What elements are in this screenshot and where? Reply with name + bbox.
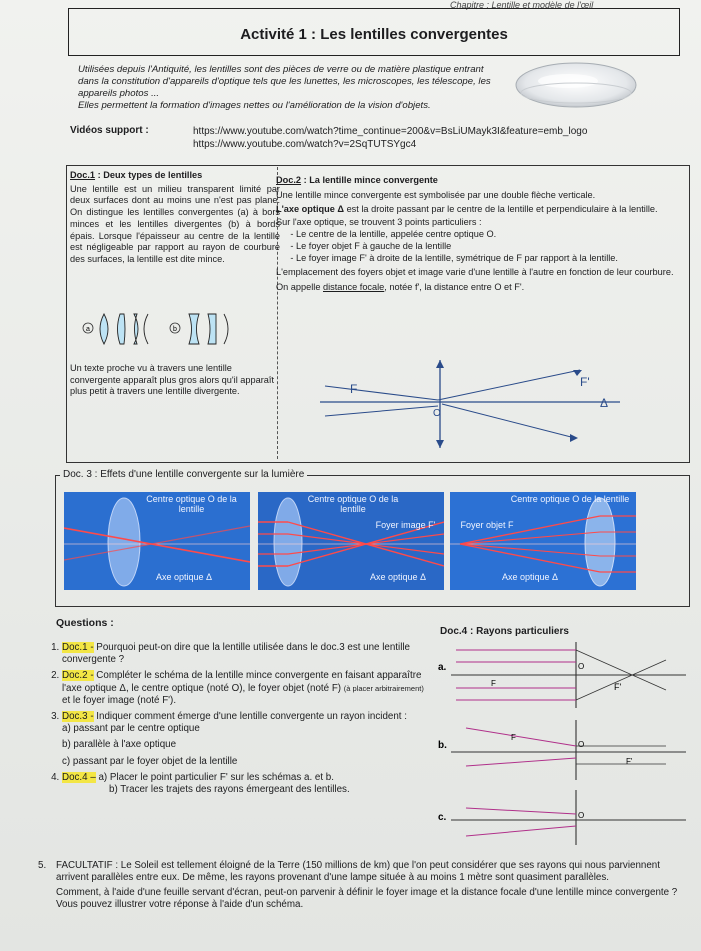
doc3-p3-axis-label: Axe optique Δ <box>501 572 559 582</box>
intro-paragraph-2: Elles permettent la formation d'images n… <box>78 100 431 111</box>
question-4: Doc.4 – a) Placer le point particulier F… <box>62 771 430 796</box>
doc2-axis-label: Δ <box>600 396 608 410</box>
page-title: Activité 1 : Les lentilles convergentes <box>240 26 508 43</box>
doc1-note: Un texte proche vu à travers une lentill… <box>70 363 275 397</box>
q5-number: 5. <box>38 860 47 871</box>
doc1-divider <box>66 167 278 459</box>
doc3-title: Doc. 3 : Effets d'une lentille convergen… <box>60 469 308 480</box>
doc1-label-b: b <box>173 326 177 333</box>
doc3-panel-center: Centre optique O de la lentille Axe opti… <box>64 492 250 590</box>
question-3: Doc.3 - Indiquer comment émerge d'une le… <box>62 711 430 768</box>
q4b-text: b) Tracer les trajets des rayons émergea… <box>109 784 350 796</box>
videos-label: Vidéos support : <box>70 125 149 136</box>
q1-text: Pourquoi peut-on dire que la lentille ut… <box>62 642 411 666</box>
questions-list: Doc.1 - Pourquoi peut-on dire que la len… <box>40 642 430 800</box>
doc4-b-o: O <box>578 740 584 749</box>
doc3-p1-axis-label: Axe optique Δ <box>155 572 213 582</box>
q5-p1: FACULTATIF : Le Soleil est tellement élo… <box>56 860 660 884</box>
doc4-a-fp: F' <box>614 682 621 692</box>
doc3-frame <box>55 475 690 607</box>
questions-heading: Questions : <box>56 617 114 629</box>
docs-frame <box>66 165 690 463</box>
intro-paragraph-1: Utilisées depuis l'Antiquité, les lentil… <box>78 64 491 99</box>
doc1-title: : Deux types de lentilles <box>95 170 203 180</box>
doc2-title: : La lentille mince convergente <box>301 175 438 185</box>
question-2: Doc.2 - Compléter le schéma de la lentil… <box>62 670 430 707</box>
lens-photo <box>515 62 637 108</box>
title-box: Activité 1 : Les lentilles convergentes <box>68 8 680 56</box>
doc1-body: Une lentille est un milieu transparent l… <box>70 183 280 264</box>
doc3-p1-center-label: Centre optique O de la lentille <box>146 494 237 514</box>
doc2-axis-term: L'axe optique Δ <box>276 203 345 214</box>
lens-types-figure: a b <box>82 313 229 345</box>
doc2-focal-term: distance focale <box>323 282 385 293</box>
q3-option-b: b) parallèle à l'axe optique <box>62 739 177 751</box>
doc1-label-a: a <box>86 326 90 333</box>
doc2-lens-diagram: F F' O Δ <box>320 360 620 448</box>
doc2-p3: Sur l'axe optique, se trouvent 3 points … <box>276 217 482 228</box>
doc4-title: Doc.4 : Rayons particuliers <box>440 626 569 637</box>
q3-options: a) passant par le centre optique b) para… <box>62 723 430 768</box>
doc3-panel-focus: Centre optique O de la lentille Foyer ob… <box>450 492 636 590</box>
q3-text: Indiquer comment émerge d'une lentille c… <box>93 711 407 723</box>
q5-p2: Comment, à l'aide d'une feuille servant … <box>56 886 678 911</box>
doc4-a-f: F <box>491 679 496 688</box>
doc4-c-o: O <box>578 811 584 820</box>
video-link-2[interactable]: https://www.youtube.com/watch?v=2SqTUTSY… <box>193 139 417 150</box>
doc2-title-ref: Doc.2 <box>276 175 302 185</box>
q3-ref: Doc.3 - <box>62 711 94 723</box>
question-5: 5. FACULTATIF : Le Soleil est tellement é… <box>38 860 688 912</box>
question-1: Doc.1 - Pourquoi peut-on dire que la len… <box>62 642 430 666</box>
doc1-title-ref: Doc.1 <box>70 170 96 180</box>
video-link-1[interactable]: https://www.youtube.com/watch?time_conti… <box>193 126 588 137</box>
q2-note: (à placer arbitrairement) <box>343 683 424 693</box>
q3-option-a: a) passant par le centre optique <box>62 723 200 735</box>
doc4-label-b: b. <box>438 740 447 751</box>
doc3-panel-parallel: Centre optique O de la lentille Foyer im… <box>258 492 444 590</box>
doc2-f-label: F <box>350 382 357 396</box>
doc3-p2-center-label: Centre optique O de la lentille <box>307 494 399 514</box>
q2-ref: Doc.2 - <box>62 670 94 682</box>
doc2-p1: Une lentille mince convergente est symbo… <box>276 189 596 200</box>
doc2-o-label: O <box>433 408 441 419</box>
q4-ref: Doc.4 – <box>62 771 96 783</box>
doc2-p4: L'emplacement des foyers objet et image … <box>276 266 674 277</box>
doc4-a-o: O <box>578 662 584 671</box>
doc3-p3-focus-label: Foyer objet F <box>460 520 514 530</box>
doc2-point-o: Le centre de la lentille, appelée centre… <box>296 229 686 241</box>
doc2: Doc.2 : La lentille mince convergente Un… <box>276 175 686 294</box>
doc3-p2-focus-label: Foyer image F' <box>375 520 436 530</box>
q4a-text: a) Placer le point particulier F' sur le… <box>95 771 334 783</box>
doc2-fp-label: F' <box>580 375 590 389</box>
doc2-point-f: Le foyer objet F à gauche de la lentille <box>296 241 686 253</box>
video-links: https://www.youtube.com/watch?time_conti… <box>193 125 587 151</box>
doc4-label-a: a. <box>438 662 447 673</box>
doc4-label-c: c. <box>438 812 447 823</box>
doc3-p2-axis-label: Axe optique Δ <box>369 572 427 582</box>
chapter-header: Chapitre : Lentille et modèle de l'œil <box>450 0 594 10</box>
doc4-ray-diagrams: a. O F F' b. F O F' c. O <box>438 642 686 845</box>
q2-text: Compléter le schéma de la lentille mince… <box>62 670 422 694</box>
q3-option-c: c) passant par le foyer objet de la lent… <box>62 755 238 767</box>
doc3-p3-center-label: Centre optique O de la lentille <box>510 494 630 504</box>
doc2-p5-post: , notée f', la distance entre O et F'. <box>384 282 525 293</box>
doc4-b-f: F <box>511 733 516 742</box>
doc4-b-fp: F' <box>626 757 633 766</box>
intro-text: Utilisées depuis l'Antiquité, les lentil… <box>78 64 498 112</box>
q1-ref: Doc.1 - <box>62 642 94 653</box>
doc2-point-fp: Le foyer image F' à droite de la lentill… <box>296 253 686 265</box>
doc2-p5-pre: On appelle <box>276 282 323 293</box>
q2-end: et le foyer image (noté F'). <box>62 694 177 706</box>
doc2-p2: est la droite passant par le centre de l… <box>344 203 658 214</box>
doc1: Doc.1 : Deux types de lentilles Une lent… <box>70 170 280 266</box>
doc2-points-list: Le centre de la lentille, appelée centre… <box>276 229 686 264</box>
